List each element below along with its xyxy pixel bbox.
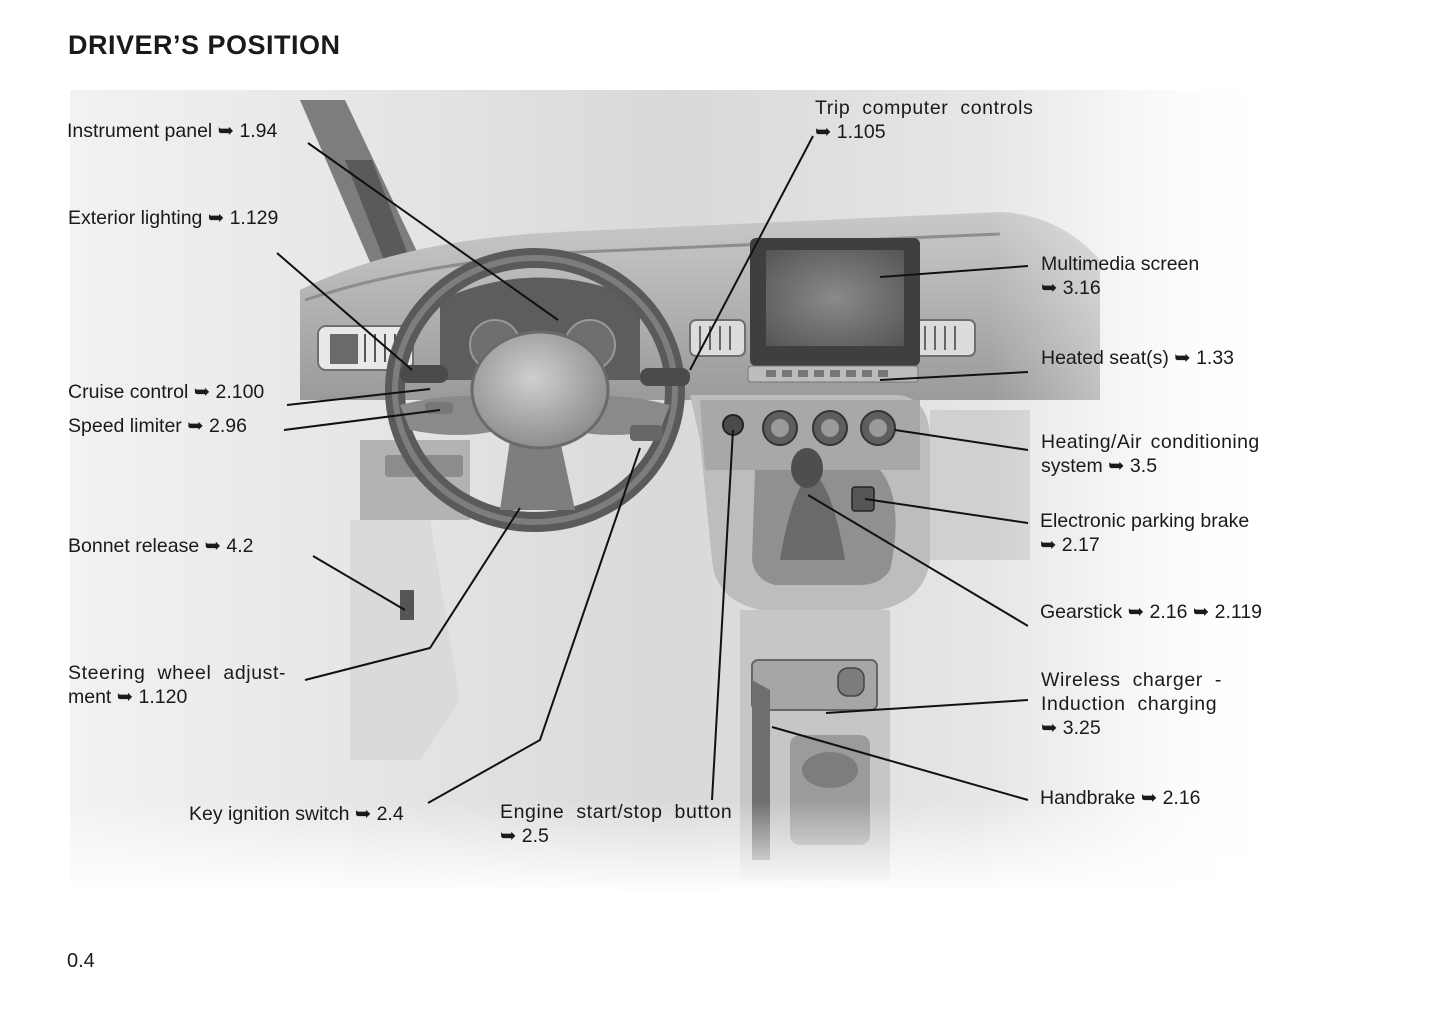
label-heated-seats: Heated seat(s) ➥ 1.33 bbox=[1041, 347, 1235, 369]
label-wireless-line1: Wireless charger - bbox=[1041, 669, 1222, 691]
page-title: DRIVER’S POSITION bbox=[68, 30, 341, 60]
label-steering-adjust-line2: ment ➥ 1.120 bbox=[68, 686, 188, 708]
label-instrument-panel: Instrument panel ➥ 1.94 bbox=[67, 120, 278, 142]
label-speed-limiter: Speed limiter ➥ 2.96 bbox=[68, 415, 247, 437]
label-multimedia-line1: Multimedia screen bbox=[1041, 253, 1200, 275]
label-multimedia-line2: ➥ 3.16 bbox=[1041, 277, 1101, 299]
label-parking-brake-line2: ➥ 2.17 bbox=[1040, 534, 1100, 556]
label-exterior-lighting: Exterior lighting ➥ 1.129 bbox=[68, 207, 279, 229]
label-steering-adjust-line1: Steering wheel adjust- bbox=[68, 662, 287, 684]
label-engine-start-line1: Engine start/stop button bbox=[500, 801, 733, 823]
page-number: 0.4 bbox=[67, 950, 95, 972]
label-bonnet-release: Bonnet release ➥ 4.2 bbox=[68, 535, 254, 557]
label-key-ignition: Key ignition switch ➥ 2.4 bbox=[189, 803, 404, 825]
label-heating-ac-line1: Heating/Air conditioning bbox=[1041, 431, 1260, 453]
label-engine-start-line2: ➥ 2.5 bbox=[500, 825, 549, 847]
label-heating-ac-line2: system ➥ 3.5 bbox=[1041, 455, 1158, 477]
label-cruise-control: Cruise control ➥ 2.100 bbox=[68, 381, 265, 403]
label-wireless-line3: ➥ 3.25 bbox=[1041, 717, 1101, 739]
label-parking-brake-line1: Electronic parking brake bbox=[1040, 510, 1250, 532]
label-gearstick: Gearstick ➥ 2.16 ➥ 2.119 bbox=[1040, 601, 1263, 623]
label-wireless-line2: Induction charging bbox=[1041, 693, 1218, 715]
label-handbrake: Handbrake ➥ 2.16 bbox=[1040, 787, 1201, 809]
label-trip-computer-line2: ➥ 1.105 bbox=[815, 121, 886, 143]
label-trip-computer-line1: Trip computer controls bbox=[815, 97, 1034, 119]
